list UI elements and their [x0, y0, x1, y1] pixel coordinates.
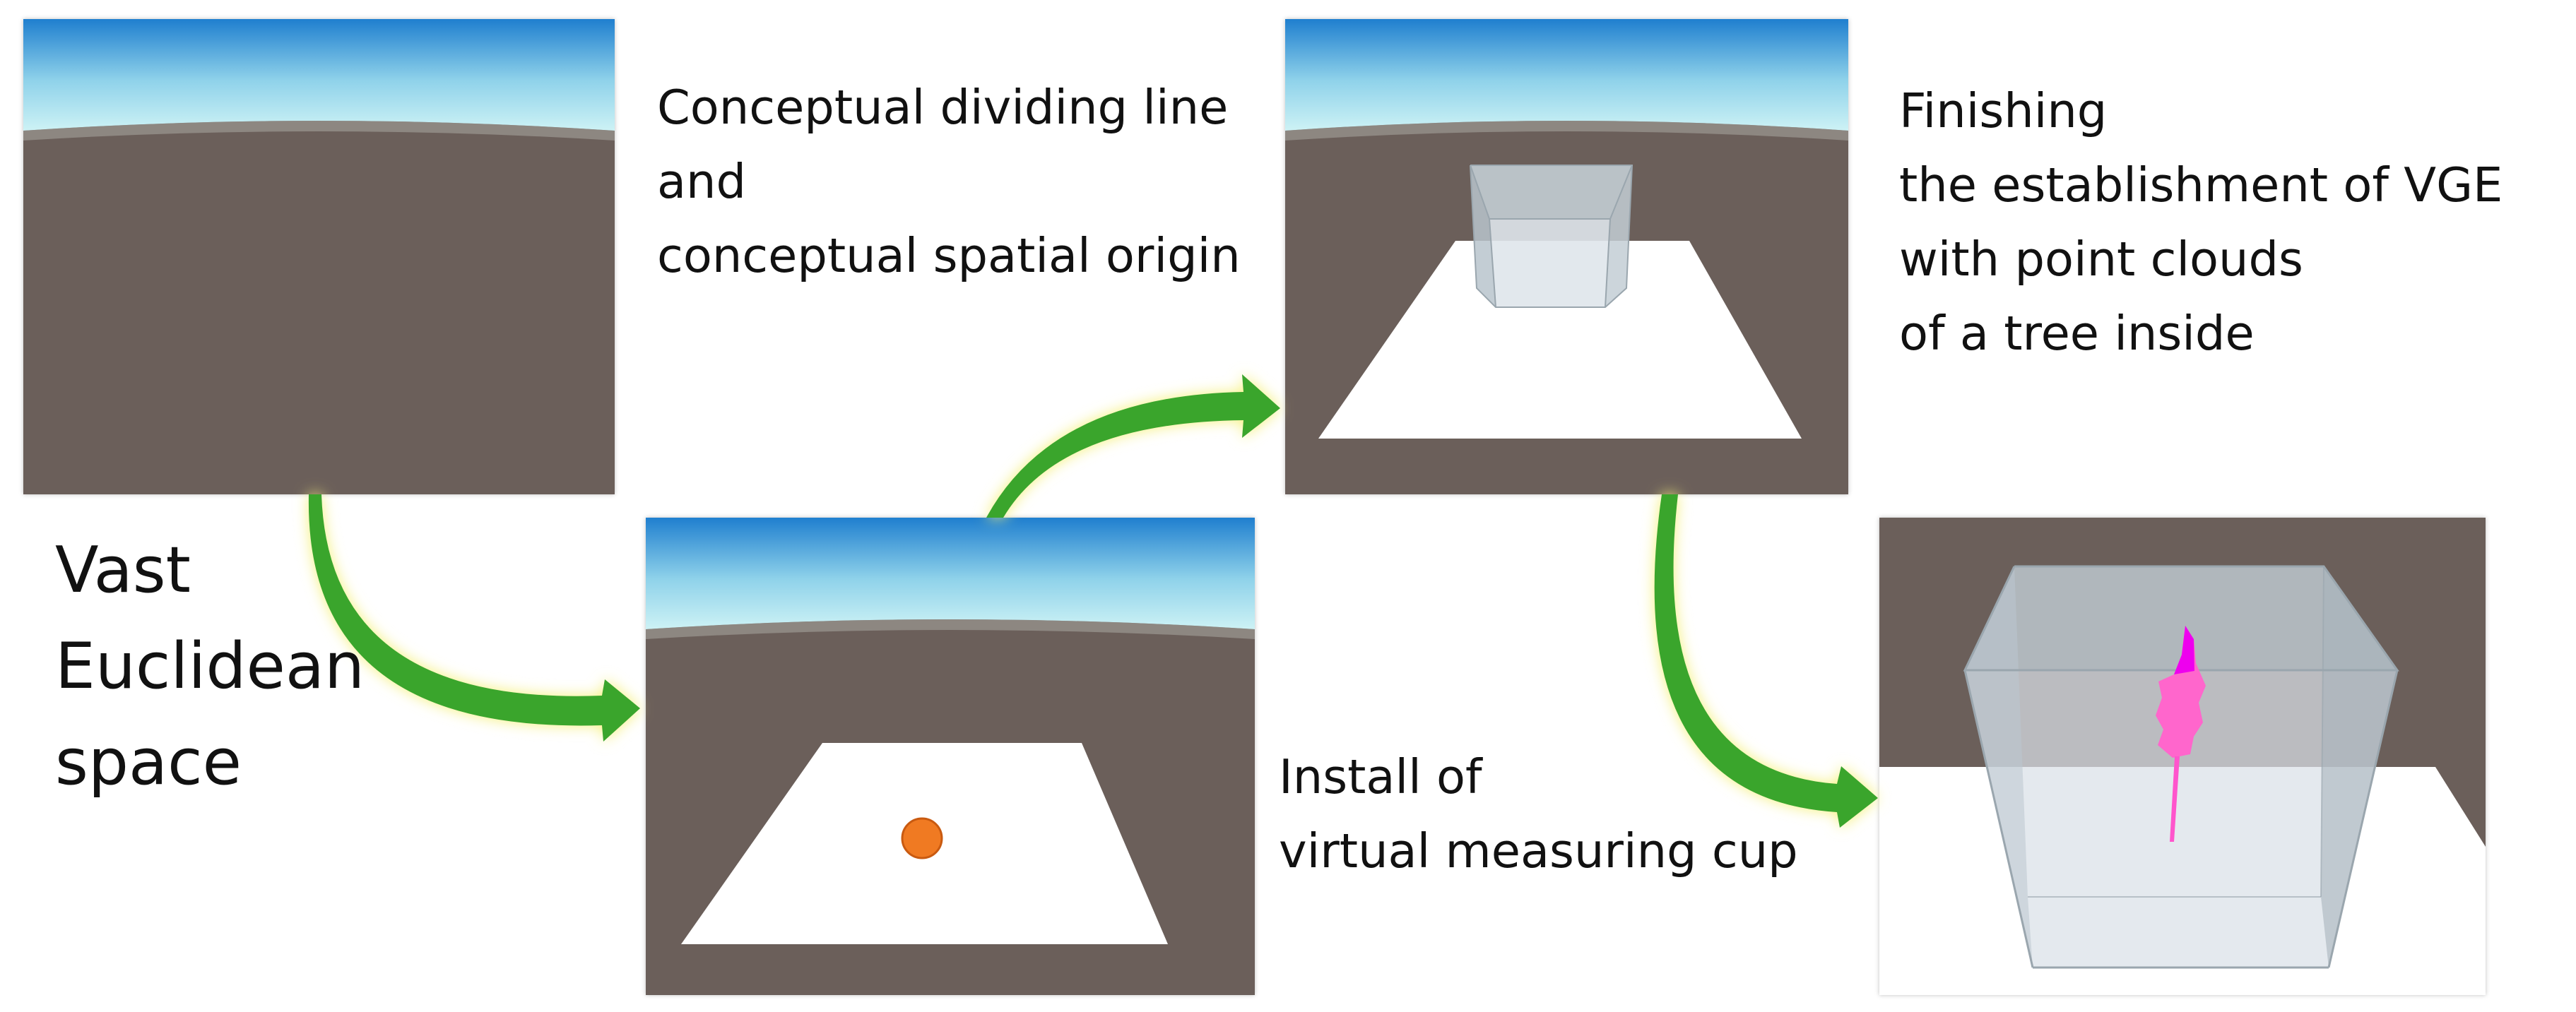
caption-measuring-cup: Install of virtual measuring cup [1279, 740, 1798, 888]
sky [23, 19, 615, 131]
horizon-haze [1285, 121, 1848, 141]
measuring-cup [1470, 165, 1633, 308]
caption-line: Install of [1279, 749, 1482, 804]
caption-line: of a tree inside [1899, 306, 2255, 361]
caption-line: Euclidean [55, 629, 365, 703]
scene-render [646, 518, 1255, 995]
caption-line: the establishment of VGE [1899, 157, 2503, 213]
dividing-plane [1318, 241, 1802, 439]
caption-line: space [55, 725, 242, 799]
caption-finished-vge: Finishing the establishment of VGE with … [1899, 74, 2563, 371]
sky [646, 518, 1255, 629]
scene-virtual-measuring-cup [1285, 19, 1848, 494]
caption-line: and [657, 154, 747, 209]
spatial-origin-dot [901, 817, 943, 859]
caption-vast-euclidean-space: Vast Euclidean space [55, 523, 365, 811]
caption-line: Vast [55, 533, 191, 607]
scene-vast-euclidean-space [23, 19, 615, 494]
scene-render [1879, 518, 2486, 995]
sky [1285, 19, 1848, 131]
scene-render [1285, 19, 1848, 494]
horizon-haze [23, 121, 615, 141]
caption-line: Finishing [1899, 83, 2108, 138]
scene-finished-vge [1879, 518, 2486, 995]
caption-line: conceptual spatial origin [657, 228, 1241, 283]
caption-line: with point clouds [1899, 232, 2303, 287]
scene-dividing-line-origin [646, 518, 1255, 995]
caption-line: Conceptual dividing line [657, 80, 1229, 135]
horizon-haze [646, 619, 1255, 639]
scene-render [23, 19, 615, 494]
arrow-2-icon [986, 374, 1280, 518]
tree-point-cloud [2156, 626, 2206, 842]
measuring-cup [1963, 565, 2399, 969]
caption-dividing-line-origin: Conceptual dividing line and conceptual … [657, 71, 1241, 293]
caption-line: virtual measuring cup [1279, 823, 1798, 879]
